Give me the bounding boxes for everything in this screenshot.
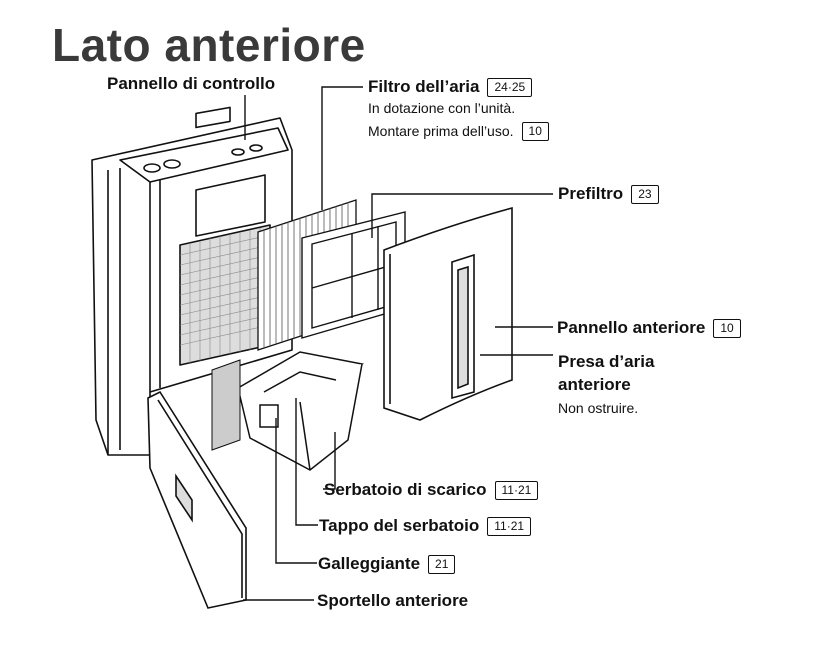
page-ref-prefilter: 23 bbox=[631, 185, 659, 204]
label-front-intake-2: anteriore bbox=[558, 375, 631, 394]
label-front-panel-text: Pannello anteriore bbox=[557, 318, 706, 337]
drain-tank bbox=[235, 351, 365, 471]
page-ref-drain-tank: 11·21 bbox=[494, 481, 539, 500]
note-air-filter-2-text: Montare prima dell’uso. bbox=[368, 123, 514, 139]
label-float-text: Galleggiante bbox=[318, 554, 421, 573]
control-panel bbox=[119, 127, 289, 183]
label-control-panel: Pannello di controllo bbox=[107, 74, 276, 93]
label-prefilter: Prefiltro 23 bbox=[558, 184, 659, 204]
page-ref-tank-cap: 11·21 bbox=[487, 517, 532, 536]
page-title: Lato anteriore bbox=[52, 19, 366, 71]
front-door bbox=[147, 390, 247, 609]
note-front-intake: Non ostruire. bbox=[558, 400, 639, 416]
label-air-filter: Filtro dell’aria 24·25 bbox=[368, 77, 533, 97]
note-air-filter-1: In dotazione con l’unità. bbox=[368, 100, 516, 116]
front-panel bbox=[383, 206, 513, 421]
label-drain-tank: Serbatoio di scarico 11·21 bbox=[324, 480, 539, 500]
label-tank-cap-text: Tappo del serbatoio bbox=[319, 516, 480, 535]
label-tank-cap: Tappo del serbatoio 11·21 bbox=[319, 516, 532, 536]
label-front-door: Sportello anteriore bbox=[317, 591, 469, 610]
page-ref-float: 21 bbox=[428, 555, 456, 574]
label-float: Galleggiante 21 bbox=[318, 554, 456, 574]
label-prefilter-text: Prefiltro bbox=[558, 184, 624, 203]
label-front-intake-1: Presa d’aria bbox=[558, 352, 655, 371]
page-ref-mount: 10 bbox=[521, 122, 549, 141]
label-air-filter-text: Filtro dell’aria bbox=[368, 77, 480, 96]
page-ref-front-panel: 10 bbox=[713, 319, 741, 338]
page-ref-air-filter: 24·25 bbox=[487, 78, 533, 97]
note-air-filter-2: Montare prima dell’uso. 10 bbox=[368, 122, 549, 141]
label-front-panel: Pannello anteriore 10 bbox=[557, 318, 741, 338]
label-drain-tank-text: Serbatoio di scarico bbox=[324, 480, 487, 499]
